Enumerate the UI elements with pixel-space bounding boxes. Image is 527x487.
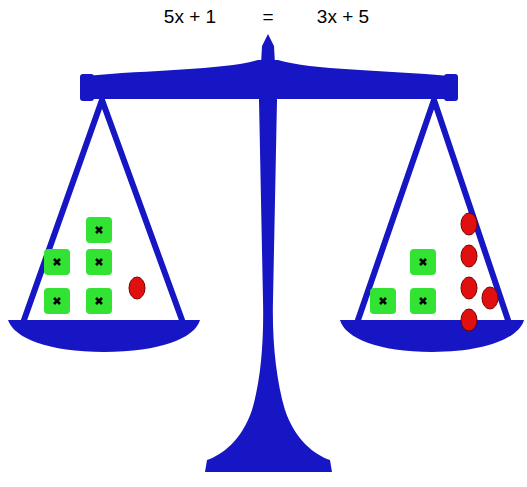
unit-counter <box>461 245 477 267</box>
pan-string <box>24 100 102 320</box>
pan-strings <box>24 100 508 320</box>
scale-post <box>205 34 332 472</box>
equation-side: 5x + 1 <box>164 6 216 28</box>
x-tile <box>44 249 70 275</box>
beam-end <box>80 74 94 101</box>
unit-counter <box>461 277 477 299</box>
x-tile <box>410 288 436 314</box>
right-pan <box>340 320 524 352</box>
x-tile <box>44 288 70 314</box>
x-tile <box>370 288 396 314</box>
x-tile <box>410 249 436 275</box>
x-tile <box>86 288 112 314</box>
x-tile <box>86 217 112 243</box>
scale-beam <box>84 60 452 99</box>
pan-string <box>358 100 434 320</box>
equation-side: 3x + 5 <box>317 6 369 28</box>
beam-end <box>444 74 458 101</box>
equals-sign: = <box>262 6 273 28</box>
unit-counter <box>129 277 145 299</box>
unit-counter <box>461 309 477 331</box>
pan-string <box>102 100 182 320</box>
left-pan <box>8 320 200 352</box>
unit-counter <box>482 287 498 309</box>
pan-string <box>434 100 508 320</box>
unit-counters <box>129 213 498 331</box>
x-tile <box>86 249 112 275</box>
x-tiles <box>44 217 436 314</box>
unit-counter <box>461 213 477 235</box>
scale-frame <box>8 34 524 472</box>
